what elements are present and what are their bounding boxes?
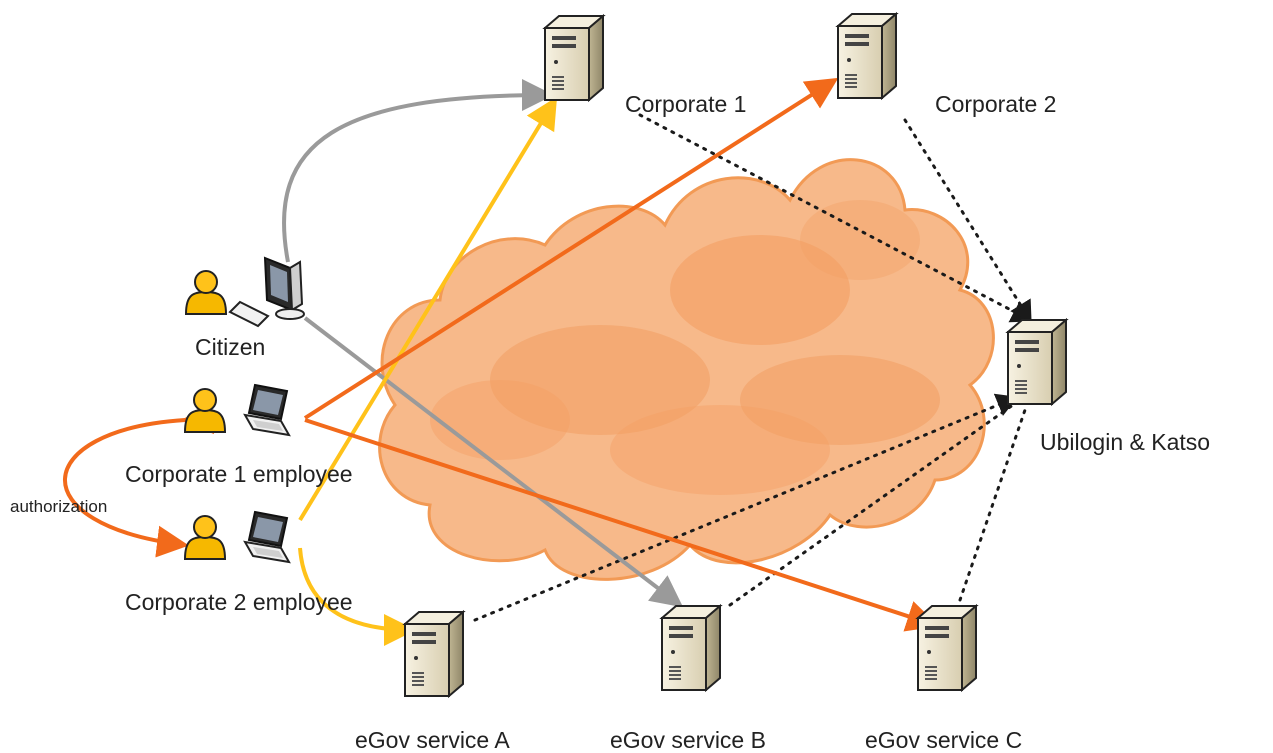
server-icon-corporate2 xyxy=(837,13,897,99)
label-corporate1: Corporate 1 xyxy=(625,91,746,117)
laptop-icon-corp2-employee xyxy=(244,511,290,563)
arrow-citizen-corporate1 xyxy=(282,79,554,263)
server-icon-ubilogin xyxy=(1007,319,1067,405)
arrow-corp1-egovc xyxy=(304,418,939,632)
arrow-corp2-corporate1 xyxy=(298,96,558,522)
link-corporate2-ubilogin xyxy=(903,118,1032,323)
arrow-corp1-corporate2 xyxy=(303,77,839,420)
arrow-corp2-egova xyxy=(298,547,416,646)
label-corp1-employee: Corporate 1 employee xyxy=(125,461,353,487)
label-egov-c: eGov service C xyxy=(865,727,1022,753)
link-corporate1-ubilogin xyxy=(638,113,1033,323)
internet-cloud xyxy=(378,158,995,581)
dotted-links xyxy=(473,113,1033,622)
label-corporate2: Corporate 2 xyxy=(935,91,1056,117)
label-egov-b: eGov service B xyxy=(610,727,766,753)
corp1-flows xyxy=(63,77,939,632)
arrow-citizen-egovb xyxy=(303,316,684,608)
label-citizen: Citizen xyxy=(195,334,265,360)
corp2-flows xyxy=(298,96,558,646)
label-egov-a: eGov service A xyxy=(355,727,510,753)
label-ubilogin: Ubilogin & Katso xyxy=(1040,429,1210,455)
server-icon-corporate1 xyxy=(544,15,604,101)
label-authorization: authorization xyxy=(10,497,107,516)
server-icon-egov-b xyxy=(661,605,721,691)
server-icon-egov-c xyxy=(917,605,977,691)
link-egova-ubilogin xyxy=(473,393,1018,622)
citizen-flows xyxy=(282,79,684,608)
person-icon-citizen xyxy=(185,270,227,315)
laptop-icon-corp1-employee xyxy=(244,384,290,436)
person-icon-corp2-employee xyxy=(184,515,226,560)
label-corp2-employee: Corporate 2 employee xyxy=(125,589,353,615)
desktop-icon-citizen xyxy=(228,256,305,328)
link-egovc-ubilogin xyxy=(958,408,1027,602)
server-icon-egov-a xyxy=(404,611,464,697)
authorization-arrow xyxy=(63,402,214,558)
person-icon-corp1-employee xyxy=(184,388,226,433)
link-egovb-ubilogin xyxy=(728,398,1022,607)
